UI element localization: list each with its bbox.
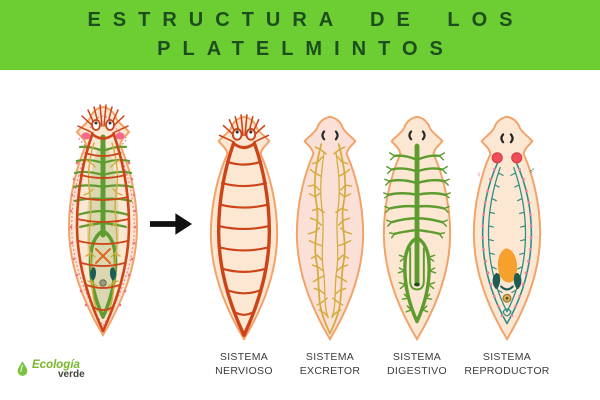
system-column-reproductor: ♀ ♂ SISTEMA REPRODUCTOR <box>462 112 552 378</box>
leaf-droplet-icon <box>17 361 28 376</box>
eyes <box>91 119 115 131</box>
edge-dots <box>69 161 137 307</box>
eyes <box>231 128 257 141</box>
worm-body <box>295 115 365 342</box>
eyes <box>500 133 514 144</box>
header-band: ESTRUCTURA DE LOS PLATELMINTOS <box>0 0 600 70</box>
label-sistema-reproductor: SISTEMA REPRODUCTOR <box>464 351 550 378</box>
vitellaria-dots <box>481 168 533 318</box>
genital-pore <box>502 293 512 303</box>
nerve-network <box>216 114 272 337</box>
nervous-system-illustration <box>209 114 279 342</box>
system-column-excretor: SISTEMA EXCRETOR <box>288 112 372 378</box>
label-sistema-digestivo: SISTEMA DIGESTIVO <box>387 351 447 378</box>
brand-line2: verde <box>58 368 85 380</box>
female-symbol: ♀ <box>476 169 483 179</box>
head-pigment-patches <box>81 132 125 140</box>
protonephridia-network <box>307 143 353 335</box>
complete-flatworm-illustration <box>67 104 139 337</box>
ovaries <box>491 152 523 164</box>
digestive-system-illustration <box>382 115 452 342</box>
brand-line1: Ecología <box>32 359 80 371</box>
system-column-digestivo: SISTEMA DIGESTIVO <box>375 112 459 378</box>
brand-logo: Ecología verde <box>16 359 85 380</box>
label-sistema-excretor: SISTEMA EXCRETOR <box>299 351 361 378</box>
copulatory-organ <box>492 248 522 291</box>
eyes <box>321 130 339 141</box>
label-sistema-nervioso: SISTEMA NERVIOSO <box>215 351 273 378</box>
gut-branches <box>383 143 451 324</box>
reproductive-system-illustration: ♀ ♂ <box>472 115 542 342</box>
system-column-nervioso: SISTEMA NERVIOSO <box>201 112 287 378</box>
brand-name: Ecología verde <box>32 359 85 380</box>
page-title-line2: PLATELMINTOS <box>157 38 455 60</box>
reproductive-structures <box>90 248 116 287</box>
male-symbol: ♂ <box>528 165 535 175</box>
right-arrow-icon <box>149 213 193 235</box>
page-title-line1: ESTRUCTURA DE LOS <box>87 9 525 31</box>
pharynx <box>409 239 425 291</box>
excretory-canals <box>83 142 123 312</box>
eyes <box>408 130 426 141</box>
worm-body <box>472 115 542 342</box>
excretory-system-illustration <box>295 115 365 342</box>
nerve-cords-and-ladder <box>75 104 131 333</box>
margin-dotted-line <box>71 115 135 328</box>
